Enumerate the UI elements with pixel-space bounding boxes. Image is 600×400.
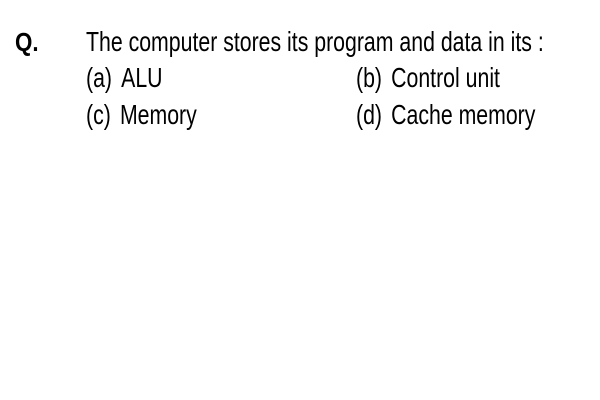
option-a-text: ALU [121,62,163,93]
option-d-text: Cache memory [391,99,536,130]
option-a-key: (a) [86,62,113,93]
option-c-text: Memory [119,99,197,130]
option-a: (a) ALU [86,60,163,96]
question-text: The computer stores its program and data… [86,26,544,57]
option-d: (d) Cache memory [356,97,535,133]
option-b-key: (b) [356,62,383,93]
option-c: (c) Memory [86,97,197,133]
question-label: Q. [15,27,39,57]
option-b-text: Control unit [391,62,500,93]
option-d-key: (d) [356,99,383,130]
option-c-key: (c) [86,99,111,130]
option-b: (b) Control unit [356,60,500,96]
